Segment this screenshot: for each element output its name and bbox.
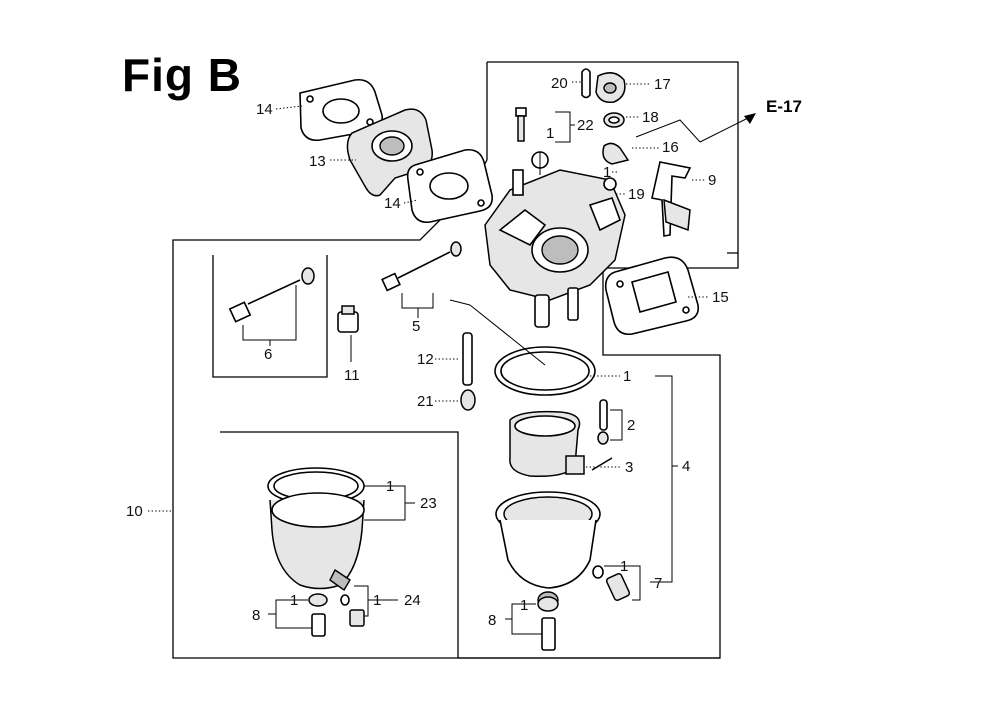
- callout-1-g: 1: [290, 592, 298, 609]
- callout-20: 20: [551, 75, 568, 92]
- callout-11: 11: [344, 367, 360, 384]
- callout-24: 24: [404, 592, 421, 609]
- callout-6: 6: [264, 346, 272, 363]
- callout-1-f: 1: [520, 597, 528, 614]
- callout-19: 19: [628, 186, 645, 203]
- figure-title: Fig B: [122, 49, 242, 101]
- callout-10: 10: [126, 503, 143, 520]
- callout-9: 9: [708, 172, 716, 189]
- insulator-13: [346, 108, 433, 197]
- callout-16: 16: [662, 139, 679, 156]
- callout-8-alt: 8: [252, 607, 260, 624]
- lever-9: [651, 161, 692, 237]
- gasket-15: [604, 256, 700, 336]
- callout-1-h: 1: [373, 592, 381, 609]
- callout-1-e: 1: [620, 558, 628, 575]
- gasket-14-lower: [406, 148, 494, 224]
- reference-label: E-17: [766, 97, 802, 116]
- float-bowl-alt: [267, 467, 365, 592]
- callout-12: 12: [417, 351, 434, 368]
- callout-1-d: 1: [386, 478, 394, 495]
- jets-box: [212, 255, 328, 378]
- needle-2: [597, 399, 609, 445]
- callout-23: 23: [420, 495, 437, 512]
- callout-1-b: 1: [603, 164, 611, 181]
- callout-8-main: 8: [488, 612, 496, 629]
- spring-18: [603, 112, 625, 128]
- callout-14-upper: 14: [256, 101, 273, 118]
- jet-6: [228, 267, 315, 323]
- callout-21: 21: [417, 393, 434, 410]
- o-ring-1: [494, 346, 596, 396]
- screw-22: [515, 107, 527, 142]
- pilot-screw-5: [381, 241, 462, 292]
- upper-right-box: [487, 61, 739, 254]
- callout-7: 7: [654, 575, 662, 592]
- callout-13: 13: [309, 153, 326, 170]
- screw-24: [340, 594, 365, 627]
- ref-arrow-bend: [635, 119, 701, 143]
- part-16: [602, 142, 630, 165]
- carburetor-body: [484, 151, 626, 328]
- callout-14-lower: 14: [384, 195, 401, 212]
- float-bowl-main: [495, 491, 601, 609]
- ref-arrow-line: [699, 117, 749, 143]
- callout-numbers: 14 13 14 20 17 18 1 22 16 1 19 9 15 6 5 …: [126, 75, 729, 629]
- callout-15: 15: [712, 289, 729, 306]
- drain-screw-7: [592, 565, 631, 602]
- plug-11: [337, 305, 359, 333]
- callout-4: 4: [682, 458, 690, 475]
- ref-arrow-head: [744, 113, 756, 124]
- callout-5: 5: [412, 318, 420, 335]
- group-boxes: [172, 61, 756, 659]
- leaders: [148, 81, 708, 635]
- callout-3: 3: [625, 459, 633, 476]
- pin-3: [565, 455, 613, 475]
- callout-1-a: 1: [546, 125, 554, 142]
- cap-17: [595, 72, 626, 104]
- callout-17: 17: [654, 76, 671, 93]
- callout-18: 18: [642, 109, 659, 126]
- main-jet-21: [460, 389, 476, 411]
- bolt-8-alt: [308, 593, 328, 637]
- callout-1-c: 1: [623, 368, 631, 385]
- callout-2: 2: [627, 417, 635, 434]
- part-19: [603, 177, 617, 191]
- alt-bowl-box: [220, 431, 459, 658]
- tube-12: [462, 332, 473, 386]
- bolt-8-main: [537, 596, 559, 651]
- callout-22: 22: [577, 117, 594, 134]
- clip-20: [581, 68, 591, 99]
